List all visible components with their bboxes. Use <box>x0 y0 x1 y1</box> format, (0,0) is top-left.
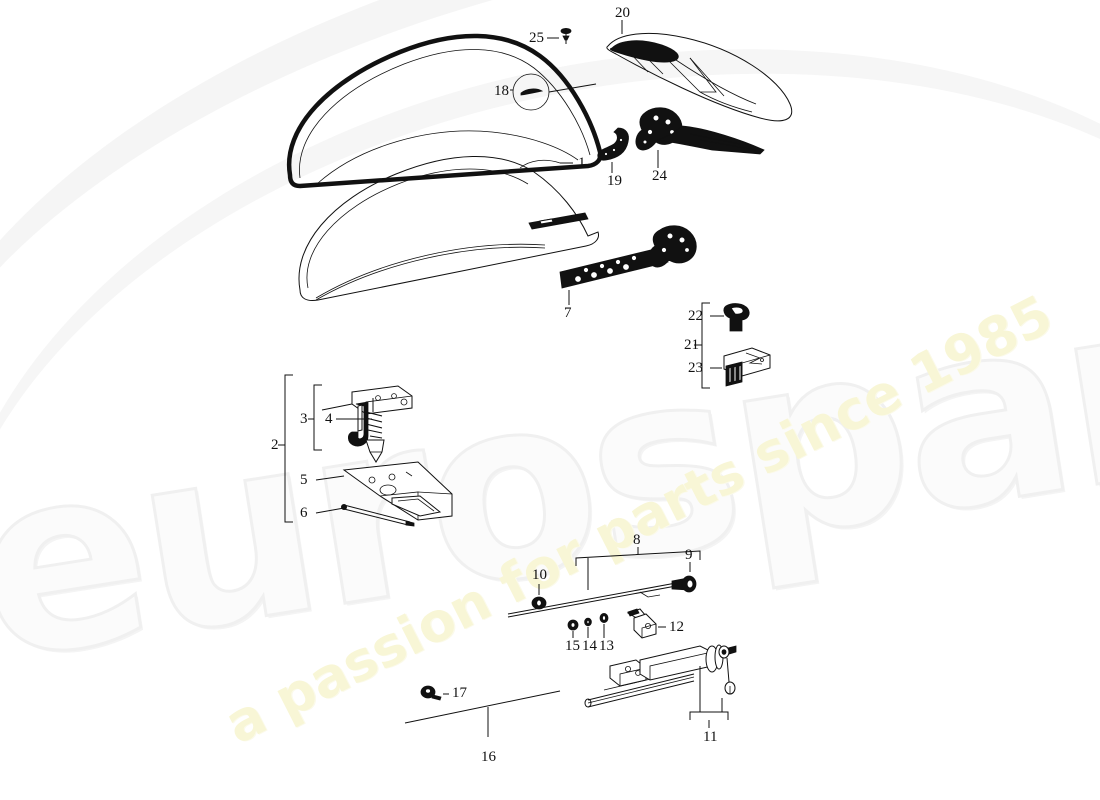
striker-bracket-part-3-body <box>321 385 413 447</box>
callout-25: 25 <box>529 30 544 46</box>
knurled-nut-part-15 <box>567 619 579 638</box>
hood-seal-nose-part-20 <box>606 20 793 122</box>
hood-panel-lower <box>298 155 599 301</box>
fastener-kit-part-21 <box>694 302 724 389</box>
callout-16: 16 <box>481 749 496 765</box>
callout-14: 14 <box>582 638 597 654</box>
callout-18: 18 <box>494 83 509 99</box>
lock-keys-part-11 <box>689 645 737 728</box>
hinge-arm-right-part-24 <box>635 107 765 168</box>
cable-mounting-bracket-part-12 <box>626 608 666 639</box>
lock-barrel-shaft-part-16 <box>404 644 724 737</box>
callout-2: 2 <box>271 437 279 453</box>
spring-clip-plate-part-23 <box>723 347 771 387</box>
lock-rod-part-6 <box>315 503 415 527</box>
release-cable-part-8 <box>507 562 697 618</box>
rubber-buffer-part-22 <box>723 303 750 332</box>
callout-7: 7 <box>564 305 572 321</box>
callout-9: 9 <box>685 547 693 563</box>
callout-22: 22 <box>688 308 703 324</box>
hood-emblem-detail-part-18 <box>510 73 597 111</box>
retaining-ring-part-13 <box>599 613 609 638</box>
callout-17: 17 <box>452 685 467 701</box>
callout-21: 21 <box>684 337 699 353</box>
hood-pin-part-25 <box>547 27 572 44</box>
cable-bracket-part-8 <box>575 547 701 590</box>
striker-pin-part-4 <box>336 398 385 463</box>
callout-8: 8 <box>633 532 641 548</box>
callout-11: 11 <box>703 729 718 745</box>
hinge-arm-left-part-7 <box>559 225 697 305</box>
callout-10: 10 <box>532 567 547 583</box>
callout-12: 12 <box>669 619 684 635</box>
callout-1: 1 <box>578 155 586 171</box>
callout-23: 23 <box>688 360 703 376</box>
bracket-part-3 <box>308 384 322 451</box>
leader-part-1 <box>519 159 573 169</box>
callout-24: 24 <box>652 168 667 184</box>
callout-19: 19 <box>607 173 622 189</box>
callout-20: 20 <box>615 5 630 21</box>
hinge-stop-bracket-part-19 <box>597 127 629 173</box>
cable-grommet-part-10 <box>531 584 547 610</box>
clip-grommet-part-17 <box>420 685 449 701</box>
washer-part-14 <box>584 617 592 638</box>
bracket-part-2 <box>278 374 293 523</box>
hood-panel-upper <box>286 33 603 189</box>
callout-3: 3 <box>300 411 308 427</box>
callout-13: 13 <box>599 638 614 654</box>
callout-15: 15 <box>565 638 580 654</box>
lock-base-plate-part-5 <box>315 461 453 521</box>
callout-5: 5 <box>300 472 308 488</box>
callout-6: 6 <box>300 505 308 521</box>
callout-4: 4 <box>325 411 333 427</box>
